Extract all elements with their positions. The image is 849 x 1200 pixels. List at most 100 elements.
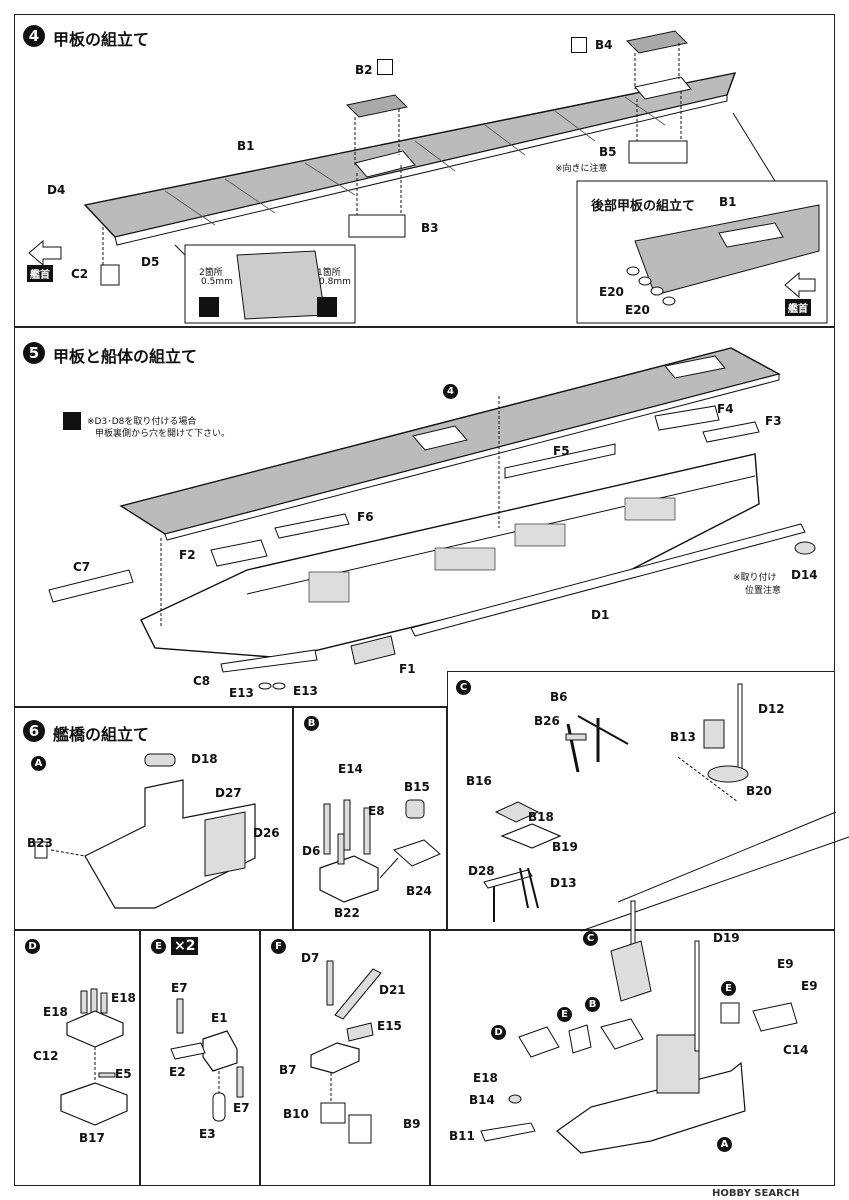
inset-bow-label: 艦首 — [785, 299, 811, 316]
label-b20: B20 — [746, 784, 772, 798]
step4-panel: 4 甲板の組立て — [14, 14, 835, 327]
label-e2: E2 — [169, 1065, 186, 1079]
label-d19: D19 — [713, 931, 740, 945]
step5-hull-drawing — [48, 347, 816, 690]
flip-icon — [571, 37, 587, 53]
step5-label-f5: F5 — [553, 444, 570, 458]
step5-label-d1: D1 — [591, 608, 610, 622]
step4-label-b5: B5 — [599, 145, 617, 159]
watermark: HOBBY SEARCH — [712, 1188, 800, 1199]
step5-note-line1: ※D3･D8を取り付ける場合 — [87, 417, 197, 427]
step6-e-panel: E ×2 E7 E1 E2 E7 E3 — [140, 930, 260, 1186]
final-tag-c: C — [583, 931, 598, 946]
label-e8: E8 — [368, 804, 385, 818]
label-c14: C14 — [783, 1043, 809, 1057]
step4-label-b2: B2 — [355, 63, 373, 77]
step5-label-c7: C7 — [73, 560, 91, 574]
label-e18a: E18 — [43, 1005, 68, 1019]
bridge-e-drawing — [170, 998, 244, 1122]
bridge-final-drawing — [480, 836, 849, 1154]
inset-label-e20b: E20 — [625, 303, 650, 317]
detail-left-size: 0.5mm — [201, 277, 233, 287]
label-b24: B24 — [406, 884, 432, 898]
label-d7: D7 — [301, 951, 320, 965]
final-tag-e1: E — [557, 1007, 572, 1022]
label-b19: B19 — [552, 840, 578, 854]
step5-label-e13a: E13 — [229, 686, 254, 700]
step6-a-tag: A — [31, 756, 46, 771]
label-b10: B10 — [283, 1107, 309, 1121]
label-b11: B11 — [449, 1129, 475, 1143]
final-tag-e2: E — [721, 981, 736, 996]
step6-b-panel: B E14 E8 B15 D6 B24 B22 — [293, 707, 447, 930]
bridge-d-drawing — [60, 988, 128, 1126]
step6-d-panel: D E18 E18 C12 E5 B17 — [14, 930, 140, 1186]
step5-note-line2: 甲板裏側から穴を開けて下さい。 — [95, 429, 231, 439]
step5-subassembly-ref: 4 — [443, 384, 458, 399]
detail-left-count: 2箇所 — [199, 268, 223, 278]
label-b23: B23 — [27, 836, 53, 850]
step5-panel: 5 甲板と船体の組立て 4 ※D3･D8を取り付ける場合 — [14, 327, 835, 707]
label-d26: D26 — [253, 826, 280, 840]
label-b26: B26 — [534, 714, 560, 728]
step4-deck-drawing — [28, 30, 828, 324]
step6-final-panel: C D19 E9 E9 E B E D C14 E18 B14 B11 A — [430, 836, 849, 1186]
label-d12: D12 — [758, 702, 785, 716]
step4-label-c2: C2 — [71, 267, 89, 281]
step4-label-b3: B3 — [421, 221, 439, 235]
flip-icon — [377, 59, 393, 75]
step5-label-f4: F4 — [717, 402, 734, 416]
step6-b-tag: B — [304, 716, 319, 731]
label-c12: C12 — [33, 1049, 59, 1063]
label-d18: D18 — [191, 752, 218, 766]
label-b14: B14 — [469, 1093, 495, 1107]
step4-label-b4: B4 — [595, 38, 613, 52]
detail-right-size: 0.8mm — [319, 277, 351, 287]
step6-c-tag: C — [456, 680, 471, 695]
step5-label-f3: F3 — [765, 414, 782, 428]
label-b17: B17 — [79, 1131, 105, 1145]
label-e3: E3 — [199, 1127, 216, 1141]
final-tag-d: D — [491, 1025, 506, 1040]
label-e18: E18 — [473, 1071, 498, 1085]
label-b18: B18 — [528, 810, 554, 824]
multiplier-badge: ×2 — [171, 937, 199, 955]
label-b22: B22 — [334, 906, 360, 920]
label-e9b: E9 — [801, 979, 818, 993]
step5-number: 5 — [23, 342, 45, 364]
step4-number: 4 — [23, 25, 45, 47]
label-e14: E14 — [338, 762, 363, 776]
label-e1: E1 — [211, 1011, 228, 1025]
bridge-a-drawing — [34, 753, 256, 909]
step5-label-f6: F6 — [357, 510, 374, 524]
final-tag-a: A — [717, 1137, 732, 1152]
step6-number: 6 — [23, 720, 45, 742]
step4-label-b1: B1 — [237, 139, 255, 153]
bridge-b-drawing — [319, 799, 441, 903]
step6-d-tag: D — [25, 939, 40, 954]
step6-f-panel: F D7 D21 E15 B7 B10 B9 — [260, 930, 430, 1186]
inset-title: 後部甲板の組立て — [591, 199, 696, 214]
label-e15: E15 — [377, 1019, 402, 1033]
bridge-c-drawing — [483, 683, 837, 922]
step4-label-d5: D5 — [141, 255, 160, 269]
label-e18b: E18 — [111, 991, 136, 1005]
label-b15: B15 — [404, 780, 430, 794]
step5-note-d14-line1: ※取り付け — [733, 573, 777, 583]
step6-a-panel: 6 艦橋の組立て A D18 D27 D26 B23 — [14, 707, 293, 930]
step5-label-d14: D14 — [791, 568, 818, 582]
label-e5: E5 — [115, 1067, 132, 1081]
step4-title: 甲板の組立て — [53, 30, 150, 49]
step5-label-c8: C8 — [193, 674, 211, 688]
label-d28: D28 — [468, 864, 495, 878]
step5-title: 甲板と船体の組立て — [53, 347, 198, 366]
label-b9: B9 — [403, 1117, 421, 1131]
step6-f-tag: F — [271, 939, 286, 954]
label-d21: D21 — [379, 983, 406, 997]
step6-title: 艦橋の組立て — [53, 725, 150, 744]
step4-bow-label: 艦首 — [27, 265, 53, 282]
label-b7: B7 — [279, 1063, 297, 1077]
step6-e-tag: E — [151, 939, 166, 954]
step5-label-f2: F2 — [179, 548, 196, 562]
label-d13: D13 — [550, 876, 577, 890]
